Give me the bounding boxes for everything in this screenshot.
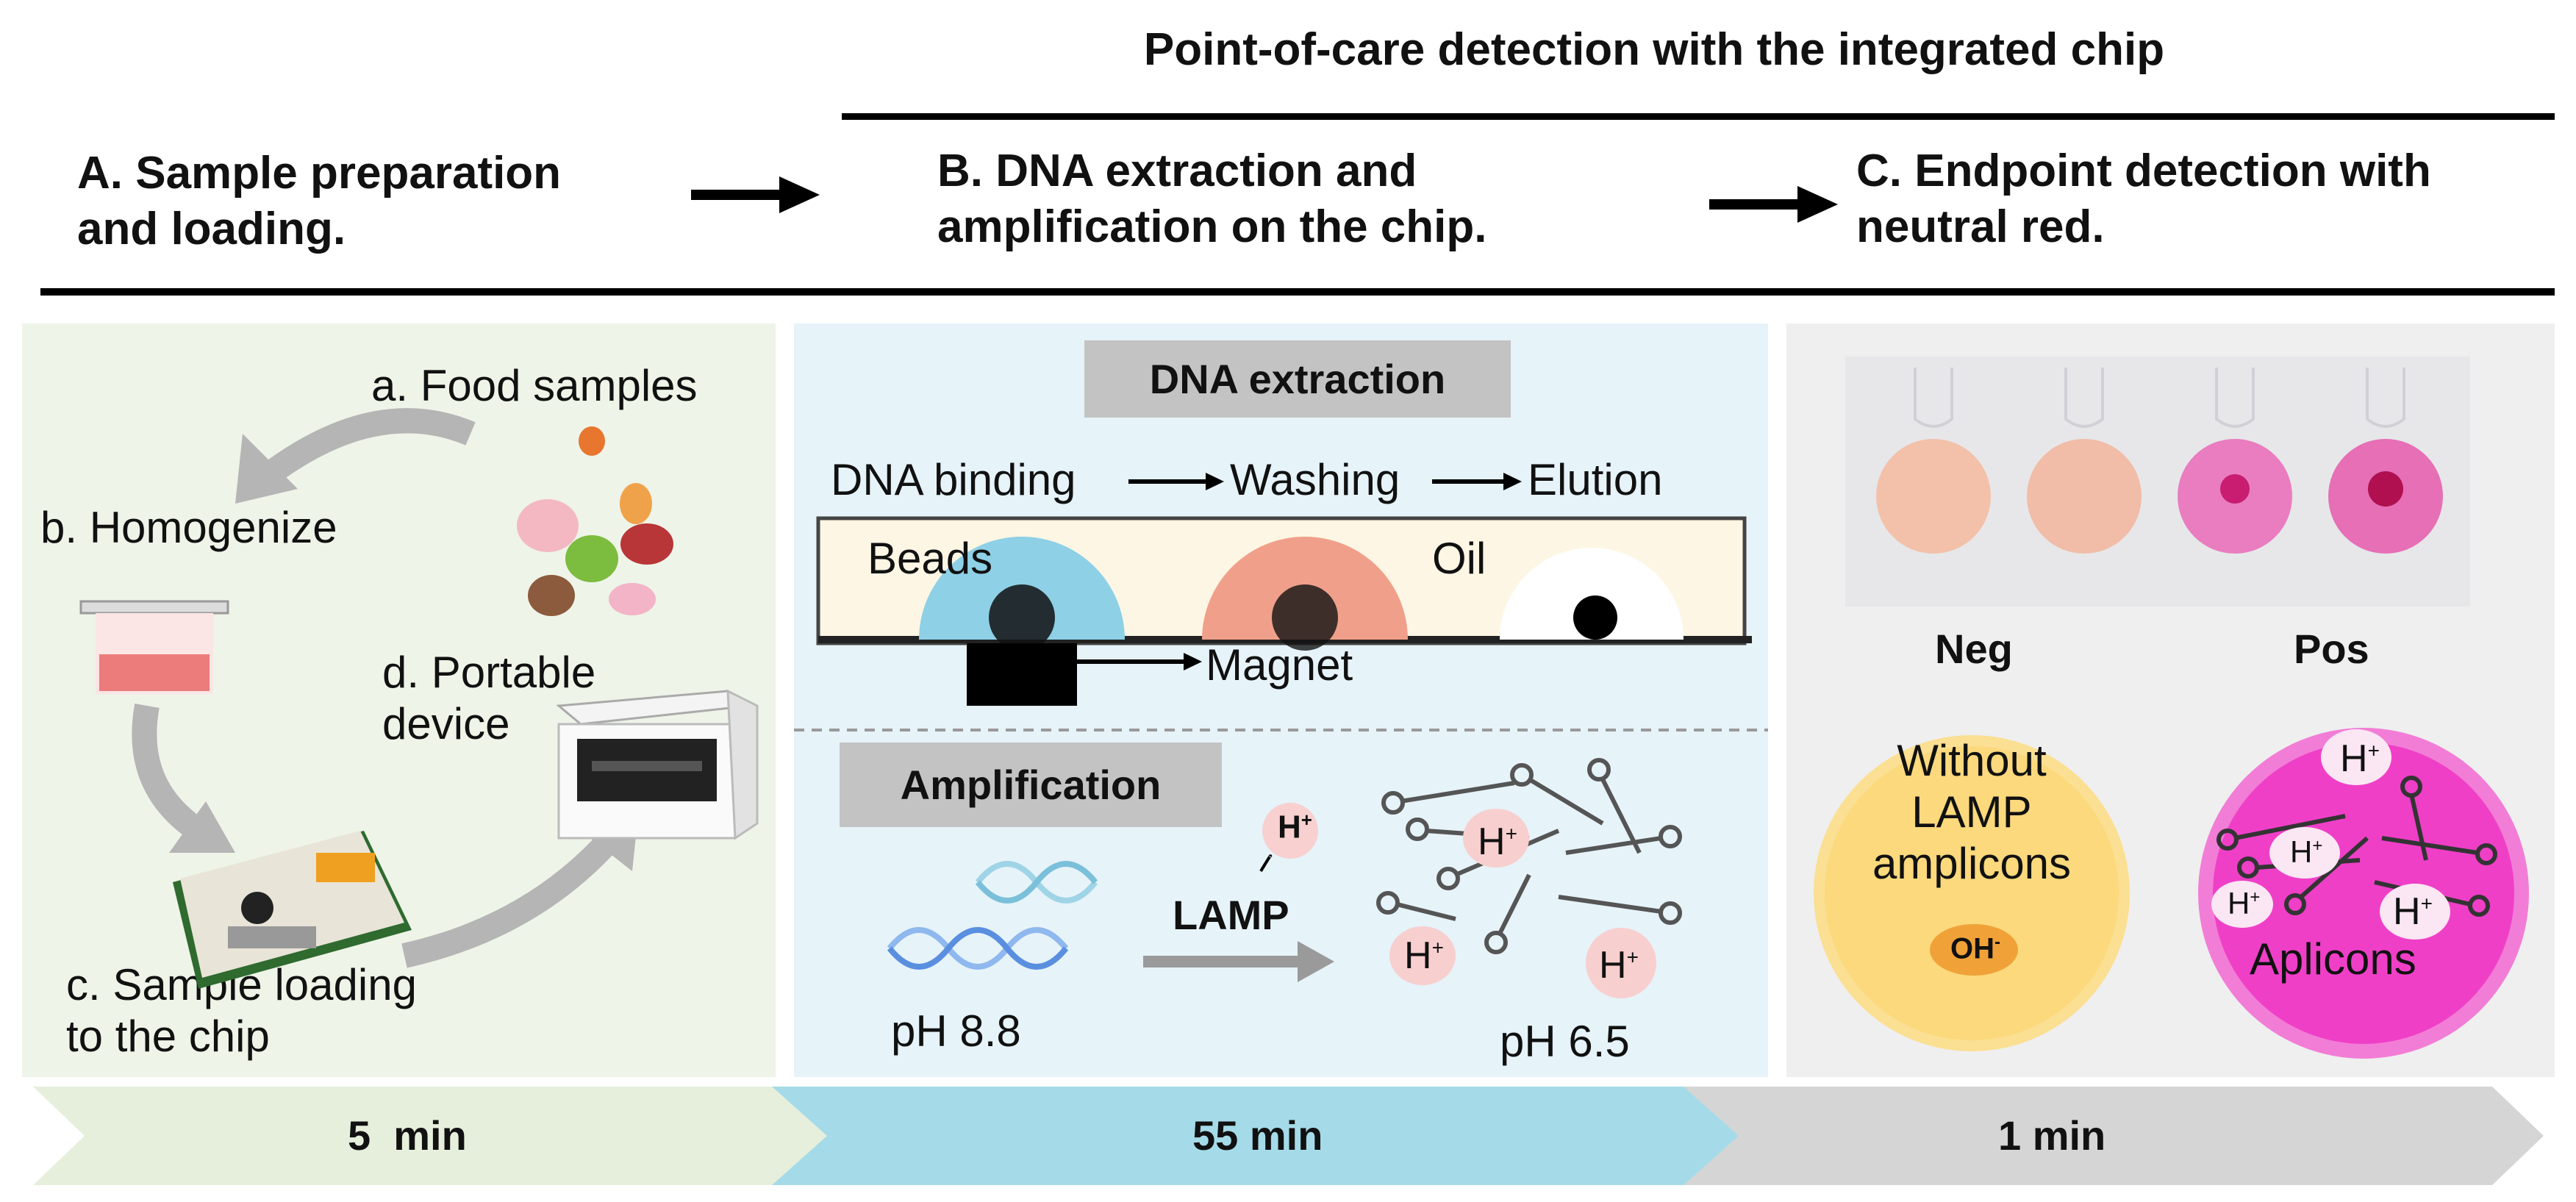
wells (1914, 368, 2405, 428)
ph-start-label: pH 8.8 (891, 1006, 1021, 1056)
step-c-line2: neutral red. (1856, 201, 2105, 252)
pos-text: Aplicons (2250, 934, 2416, 984)
pos-hplus-bubble-2 (2269, 827, 2340, 879)
lamp-label: LAMP (1173, 892, 1289, 938)
step-a-line1: A. Sample preparation (77, 148, 562, 198)
timeline-segment-b (772, 1087, 1739, 1185)
arrow-food-to-homogenize (257, 408, 476, 488)
neg-label: Neg (1935, 626, 2013, 672)
bead-cluster-2 (1272, 584, 1338, 651)
dna-extraction-title: DNA extraction (1084, 340, 1511, 418)
neg-text: Without LAMP amplicons (1825, 735, 2119, 890)
h-plus-b: H+ (1404, 934, 1444, 977)
food-icon-group (517, 426, 673, 616)
h-plus-a: H+ (1478, 820, 1517, 863)
top-title-rule (842, 113, 2555, 120)
oh-minus: OH- (1950, 932, 2000, 965)
step-b-line2: amplification on the chip. (937, 201, 1487, 252)
flow-elution: Elution (1528, 455, 1663, 504)
flow-arrow-1 (1128, 473, 1224, 490)
h-plus-bubble-a (1463, 809, 1529, 867)
neg-text-line3: amplicons (1872, 839, 2072, 888)
bag-clip (79, 600, 229, 615)
neg-text-line1: Without (1897, 736, 2047, 785)
device-illustration (556, 689, 759, 840)
time-extraction-amplification: 55 min (1192, 1112, 1323, 1159)
flow-washing: Washing (1230, 455, 1400, 504)
well-neg-1 (1876, 439, 1991, 554)
h-plus-bubble-b (1389, 926, 1456, 985)
pos-hplus-bubble-3 (2211, 881, 2273, 928)
panel-b-amplification-graphic (887, 758, 1682, 998)
magnet-block (967, 643, 1077, 706)
homogenize-label: b. Homogenize (40, 503, 337, 552)
neg-text-line2: LAMP (1911, 787, 2032, 837)
pos-hplus-bubble-4 (2380, 884, 2450, 940)
oh-bubble (1930, 924, 2018, 976)
bead-cluster-3 (1573, 595, 1617, 640)
step-b-line1: B. DNA extraction and (937, 146, 1417, 196)
step-c-heading: C. Endpoint detection with neutral red. (1856, 143, 2431, 255)
arrow-head-2 (169, 801, 235, 853)
pos-hplus-2: H+ (2290, 834, 2323, 869)
timeline (33, 1087, 2544, 1185)
pos-label: Pos (2294, 626, 2369, 672)
step-b-heading: B. DNA extraction and amplification on t… (937, 143, 1486, 255)
bead-cluster-1 (989, 584, 1055, 651)
time-detection: 1 min (1998, 1112, 2106, 1159)
h-plus-bubble-c (1586, 928, 1656, 998)
chip-illustration (173, 831, 412, 989)
portable-line1: d. Portable (382, 648, 596, 697)
portable-device-label: d. Portable device (382, 647, 595, 750)
amplicon-network (1376, 758, 1682, 954)
arrow-chip-to-device (401, 823, 627, 968)
dna-helix-icon (887, 861, 1098, 970)
flow-arrow-2 (1432, 473, 1522, 490)
h-plus-c: H+ (1599, 944, 1639, 987)
oil-label: Oil (1432, 534, 1486, 583)
pos-hplus-bubble-1 (2321, 729, 2391, 785)
elution-droplet (1500, 548, 1684, 640)
panel-c-graphic (1814, 357, 2529, 1059)
flow-dna-binding: DNA binding (831, 455, 1076, 504)
h-plus-lamp: H+ (1278, 809, 1312, 845)
arrow-b-to-c (1709, 186, 1838, 223)
arrow-bag-to-chip (132, 703, 206, 842)
well-neg-2 (2027, 439, 2142, 554)
pos-hplus-1: H+ (2340, 737, 2380, 780)
panel-b-extraction-graphic (794, 473, 1768, 731)
h-plus-bubble-lamp (1262, 803, 1318, 859)
amplification-title: Amplification (840, 743, 1222, 827)
top-title: Point-of-care detection with the integra… (1143, 24, 2165, 75)
arrow-a-to-b (691, 176, 820, 213)
header-rule (40, 288, 2555, 296)
ph-end-label: pH 6.5 (1500, 1017, 1630, 1066)
portable-line2: device (382, 699, 510, 748)
bag-content (99, 654, 210, 691)
step-c-line1: C. Endpoint detection with (1856, 146, 2431, 196)
magnet-label: Magnet (1206, 640, 1353, 690)
food-samples-label: a. Food samples (371, 361, 698, 410)
step-a-line2: and loading. (77, 204, 346, 254)
step-a-heading: A. Sample preparation and loading. (77, 146, 561, 257)
loading-line2: to the chip (66, 1012, 270, 1061)
timeline-segment-c (1680, 1087, 2544, 1185)
panel-a-illustrations (79, 408, 759, 989)
pos-hplus-4: H+ (2393, 890, 2433, 933)
beads-label: Beads (867, 534, 993, 583)
time-sample-prep: 5 min (348, 1112, 467, 1159)
timeline-segment-a (33, 1087, 882, 1185)
arrow-head-1 (235, 434, 298, 504)
pos-hplus-3: H+ (2228, 886, 2261, 920)
